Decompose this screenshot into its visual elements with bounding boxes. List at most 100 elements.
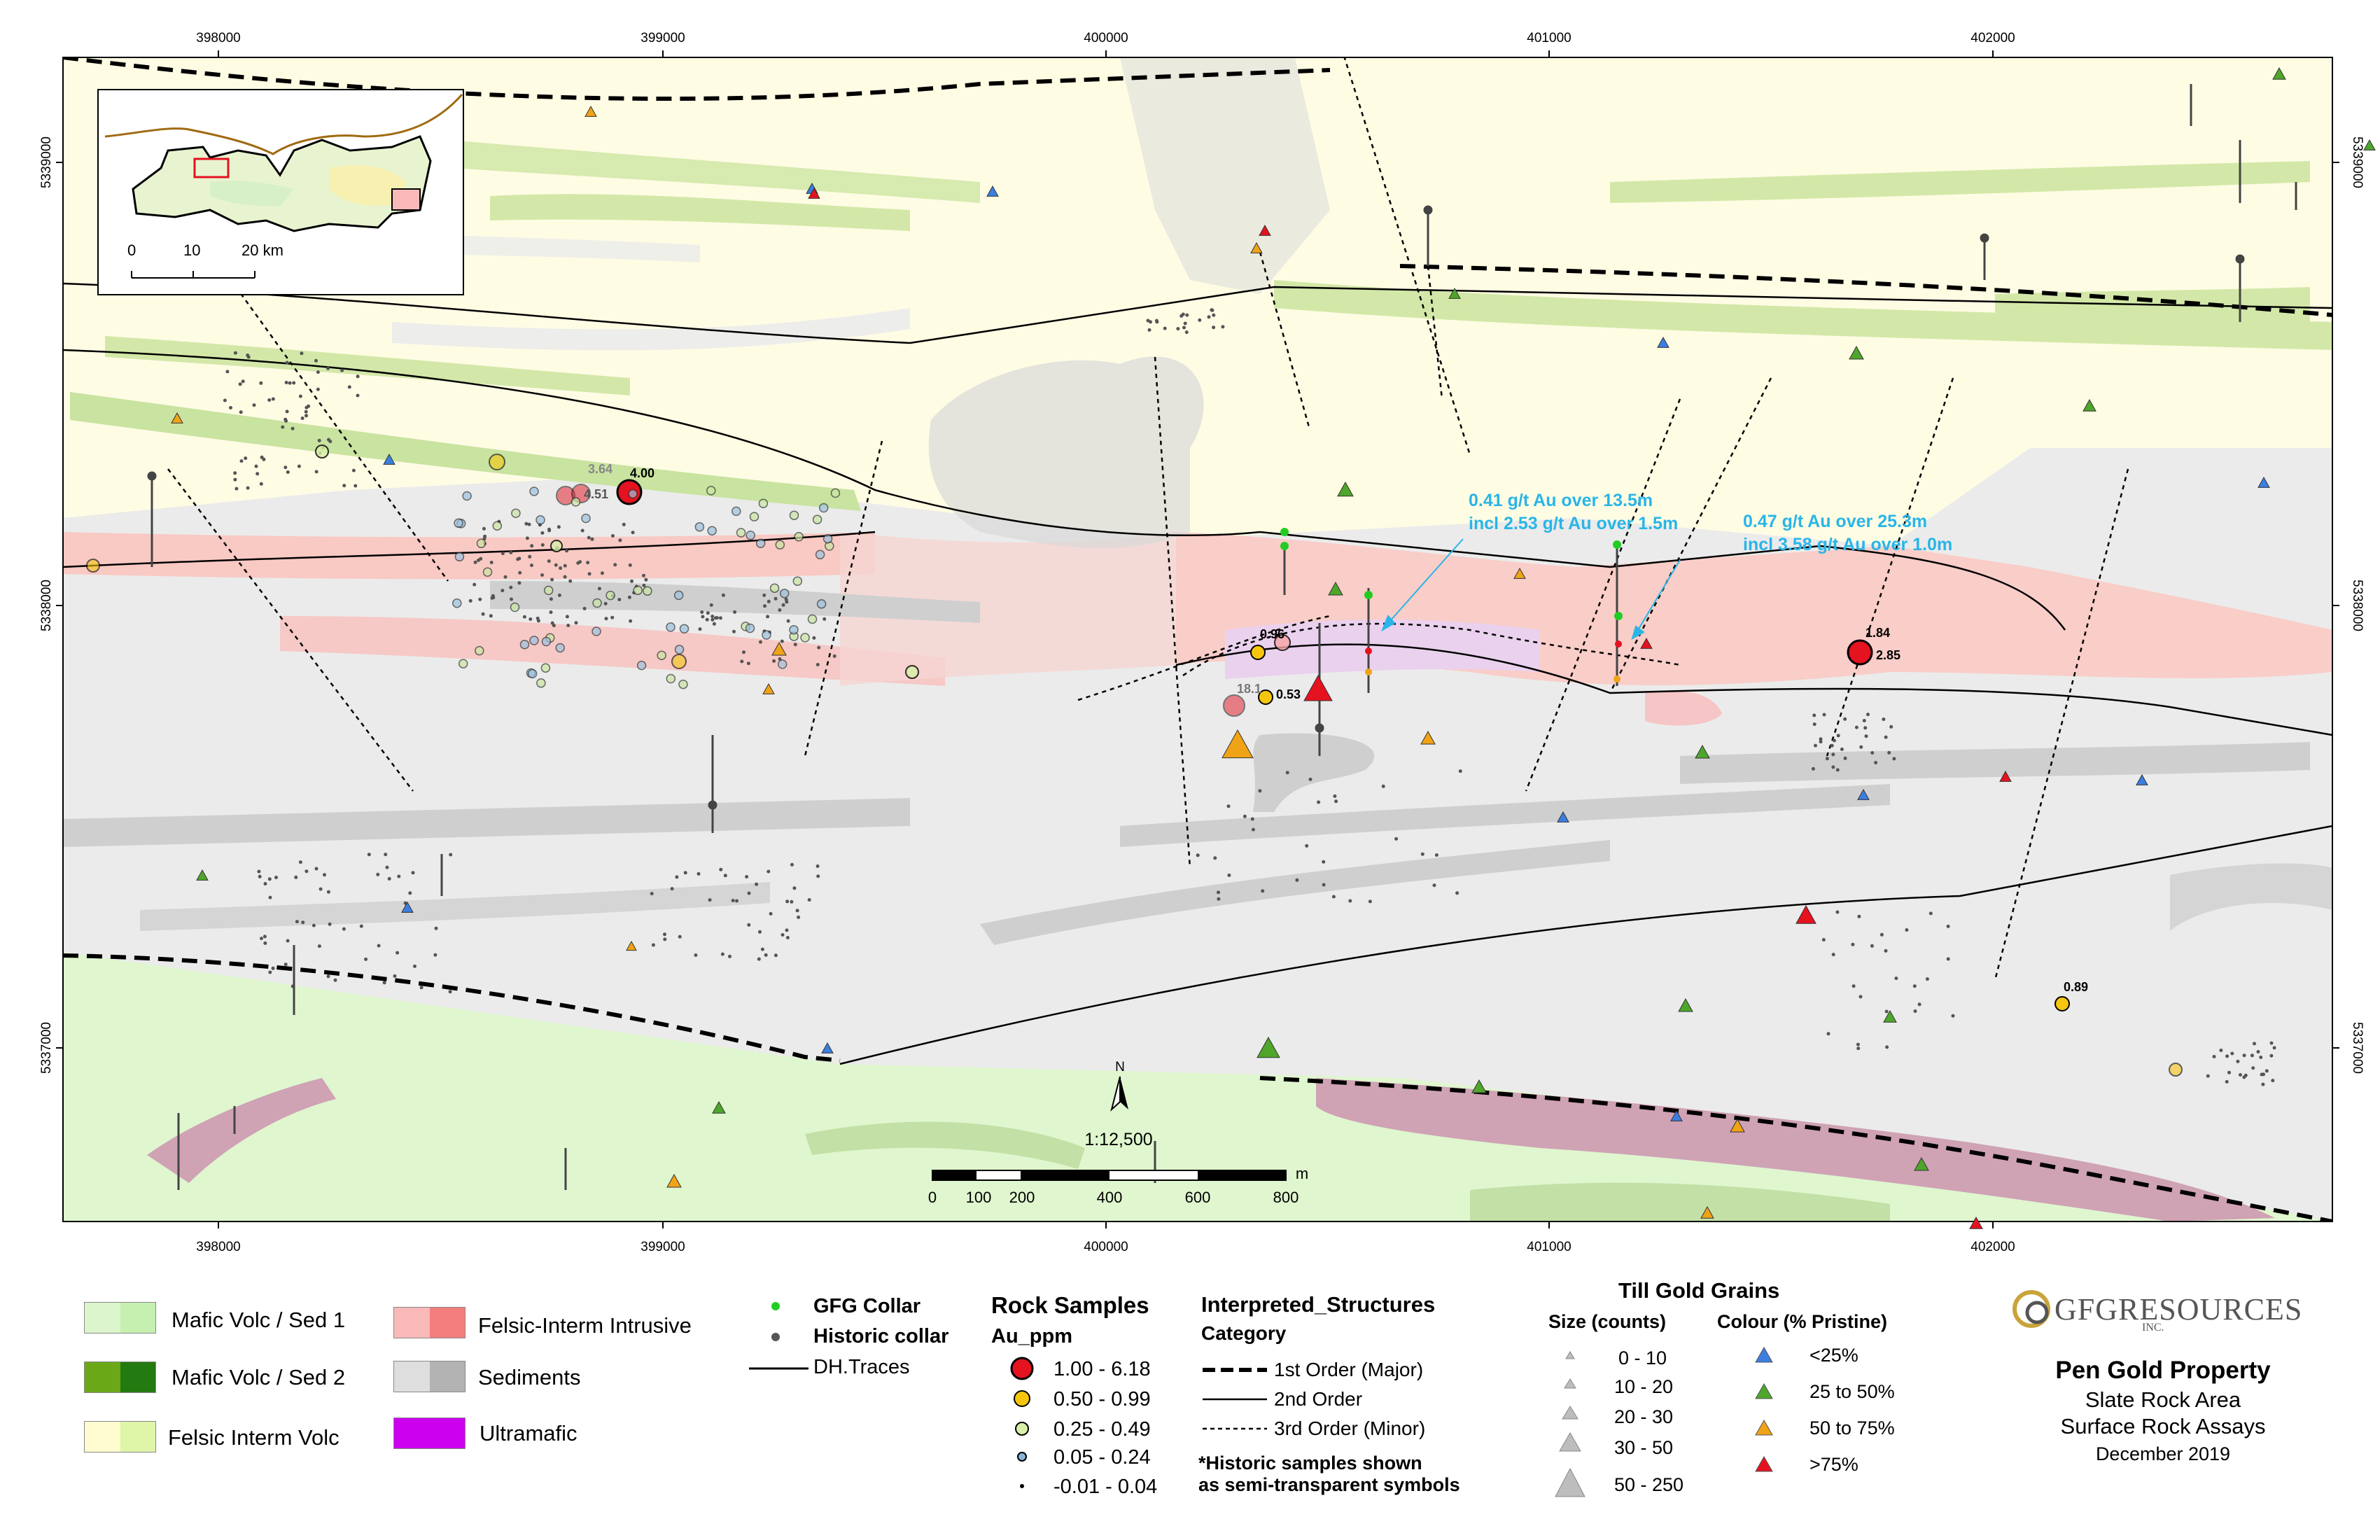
sample-label: 4.00: [630, 466, 654, 480]
historic-collar: [300, 416, 304, 420]
historic-collar: [1242, 814, 1247, 818]
historic-collar: [700, 610, 704, 614]
historic-collar: [587, 536, 591, 540]
annotation-leaders: [1380, 538, 1681, 640]
historic-collar: [1814, 743, 1817, 748]
rock-sample: [636, 660, 647, 671]
historic-collar: [377, 944, 381, 948]
legend-swatch-ultramafic: [393, 1418, 465, 1449]
historic-collar: [678, 934, 682, 939]
till-sample: [1471, 1079, 1487, 1093]
historic-collar: [317, 438, 321, 442]
historic-collar: [434, 926, 438, 930]
historic-collar: [792, 886, 797, 890]
historic-collar: [530, 564, 533, 568]
historic-collar: [1835, 768, 1840, 772]
historic-collar: [747, 891, 751, 895]
historic-collar: [1212, 326, 1216, 330]
historic-collar: [449, 853, 453, 857]
till-sample: [1513, 567, 1526, 579]
historic-collar: [1811, 766, 1815, 771]
till-sample: [2082, 398, 2096, 412]
structures-legend-title: Interpreted_Structures: [1201, 1292, 1436, 1317]
historic-collar: [285, 360, 289, 365]
till-sample: [762, 682, 775, 694]
historic-collar: [644, 578, 648, 582]
till-sample: [1695, 744, 1710, 759]
till-sample: [1557, 811, 1569, 822]
historic-collar: [1831, 752, 1835, 757]
historic-collar: [1951, 1014, 1955, 1018]
historic-collar: [268, 970, 272, 974]
rock-sample: [818, 503, 829, 513]
historic-collar: [1176, 327, 1180, 331]
sample-label: 0.89: [2064, 980, 2088, 994]
historic-collar: [617, 598, 622, 601]
legend-gfg-collar: GFG Collar: [813, 1295, 921, 1317]
historic-collar: [1866, 713, 1870, 717]
till-sample: [2363, 139, 2376, 150]
historic-collar: [1892, 757, 1896, 761]
rock-sample: [536, 678, 546, 688]
historic-collar: [760, 947, 764, 951]
historic-collar: [582, 606, 587, 610]
historic-collar: [1432, 883, 1436, 888]
historic-collar: [812, 636, 816, 640]
inset-scale-label: 10: [183, 241, 200, 259]
till-sample: [821, 1042, 834, 1054]
rock-sample: [666, 622, 676, 632]
historic-collar: [1859, 745, 1863, 749]
till-colour-label: >75%: [1809, 1454, 1858, 1475]
historic-collar: [517, 556, 522, 561]
easting-label: 398000: [196, 31, 240, 46]
till-sample: [1448, 287, 1461, 299]
till-colour-label: 25 to 50%: [1809, 1381, 1895, 1402]
legend-symbols: [749, 1302, 1773, 1497]
rock-sample: [822, 533, 833, 544]
historic-collar: [757, 957, 761, 961]
rock-class-label: 0.50 - 0.99: [1054, 1388, 1151, 1410]
rock-sample: [758, 498, 769, 508]
rock-sample: [633, 585, 643, 596]
rock-sample: [666, 673, 676, 684]
historic-collar: [225, 370, 230, 374]
easting-labels: 398000 399000 400000 401000 402000 39800…: [196, 31, 2015, 1254]
historic-collar: [1217, 897, 1221, 901]
historic-collar: [482, 526, 486, 531]
graticule-ticks: [56, 50, 2339, 1228]
rock-sample: [511, 508, 521, 518]
till-size-label: 10 - 20: [1614, 1376, 1674, 1397]
annotation-1-line2: incl 2.53 g/t Au over 1.5m: [1469, 514, 1678, 533]
north-label: N: [1115, 1060, 1125, 1074]
historic-collar: [563, 564, 567, 568]
historic-collar: [1322, 860, 1326, 864]
structure-class-label: 3rd Order (Minor): [1274, 1418, 1426, 1439]
historic-collar: [1819, 737, 1823, 741]
historic-collar: [628, 563, 632, 567]
till-sample: [401, 901, 414, 913]
annotation-1-line1: 0.41 g/t Au over 13.5m: [1469, 491, 1653, 510]
company-logo-icon: [2012, 1290, 2050, 1328]
historic-collar: [1928, 911, 1933, 916]
historic-collar: [785, 936, 790, 939]
historic-collar: [784, 597, 788, 601]
rock-sample: [458, 659, 468, 668]
historic-collar: [1912, 984, 1917, 988]
historic-collar: [1420, 852, 1424, 856]
historic-collar: [556, 525, 561, 529]
historic-collar: [559, 566, 563, 570]
rock-sample: [815, 550, 825, 560]
historic-collar: [509, 550, 513, 554]
easting-label: 401000: [1527, 1240, 1571, 1254]
historic-collar: [530, 544, 534, 548]
historic-collar: [2269, 1054, 2274, 1058]
historic-collar: [1251, 827, 1255, 832]
till-size-label: 50 - 250: [1614, 1474, 1684, 1495]
rock-sample: [732, 506, 741, 517]
historic-collar: [252, 403, 256, 407]
sample-labels: 3.64 4.00 4.51 0.96 18.1 0.53 1.84 2.85 …: [584, 462, 2088, 994]
rock-sample: [694, 522, 705, 532]
historic-collar: [468, 598, 472, 603]
historic-collar: [675, 875, 679, 879]
